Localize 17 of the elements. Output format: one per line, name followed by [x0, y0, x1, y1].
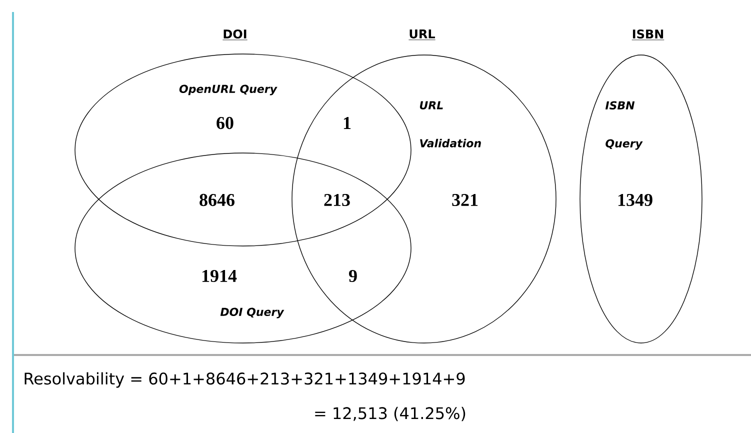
- count-label: 1: [344, 117, 351, 129]
- set-heading: ISBN: [632, 29, 664, 40]
- set-label: OpenURL Query: [179, 84, 278, 96]
- count-label: 1349: [618, 194, 652, 206]
- count-label: 60: [216, 116, 234, 130]
- count-label: 8646: [200, 194, 234, 206]
- set-heading: URL: [408, 30, 436, 40]
- count-label: 9: [349, 270, 357, 282]
- count-label: 1914: [202, 270, 237, 282]
- set-label: DOI Query: [220, 308, 284, 318]
- formula-text: = 12,513 (41.25%): [315, 406, 466, 422]
- set-label: URL Validation: [420, 101, 481, 148]
- set-label: ISBN Query: [605, 101, 643, 150]
- count-label: 213: [324, 194, 350, 206]
- set-heading: DOI: [222, 29, 248, 40]
- count-label: 321: [452, 194, 478, 206]
- formula-text: Resolvability = 60+1+8646+213+321+1349+1914+9: [24, 372, 465, 388]
